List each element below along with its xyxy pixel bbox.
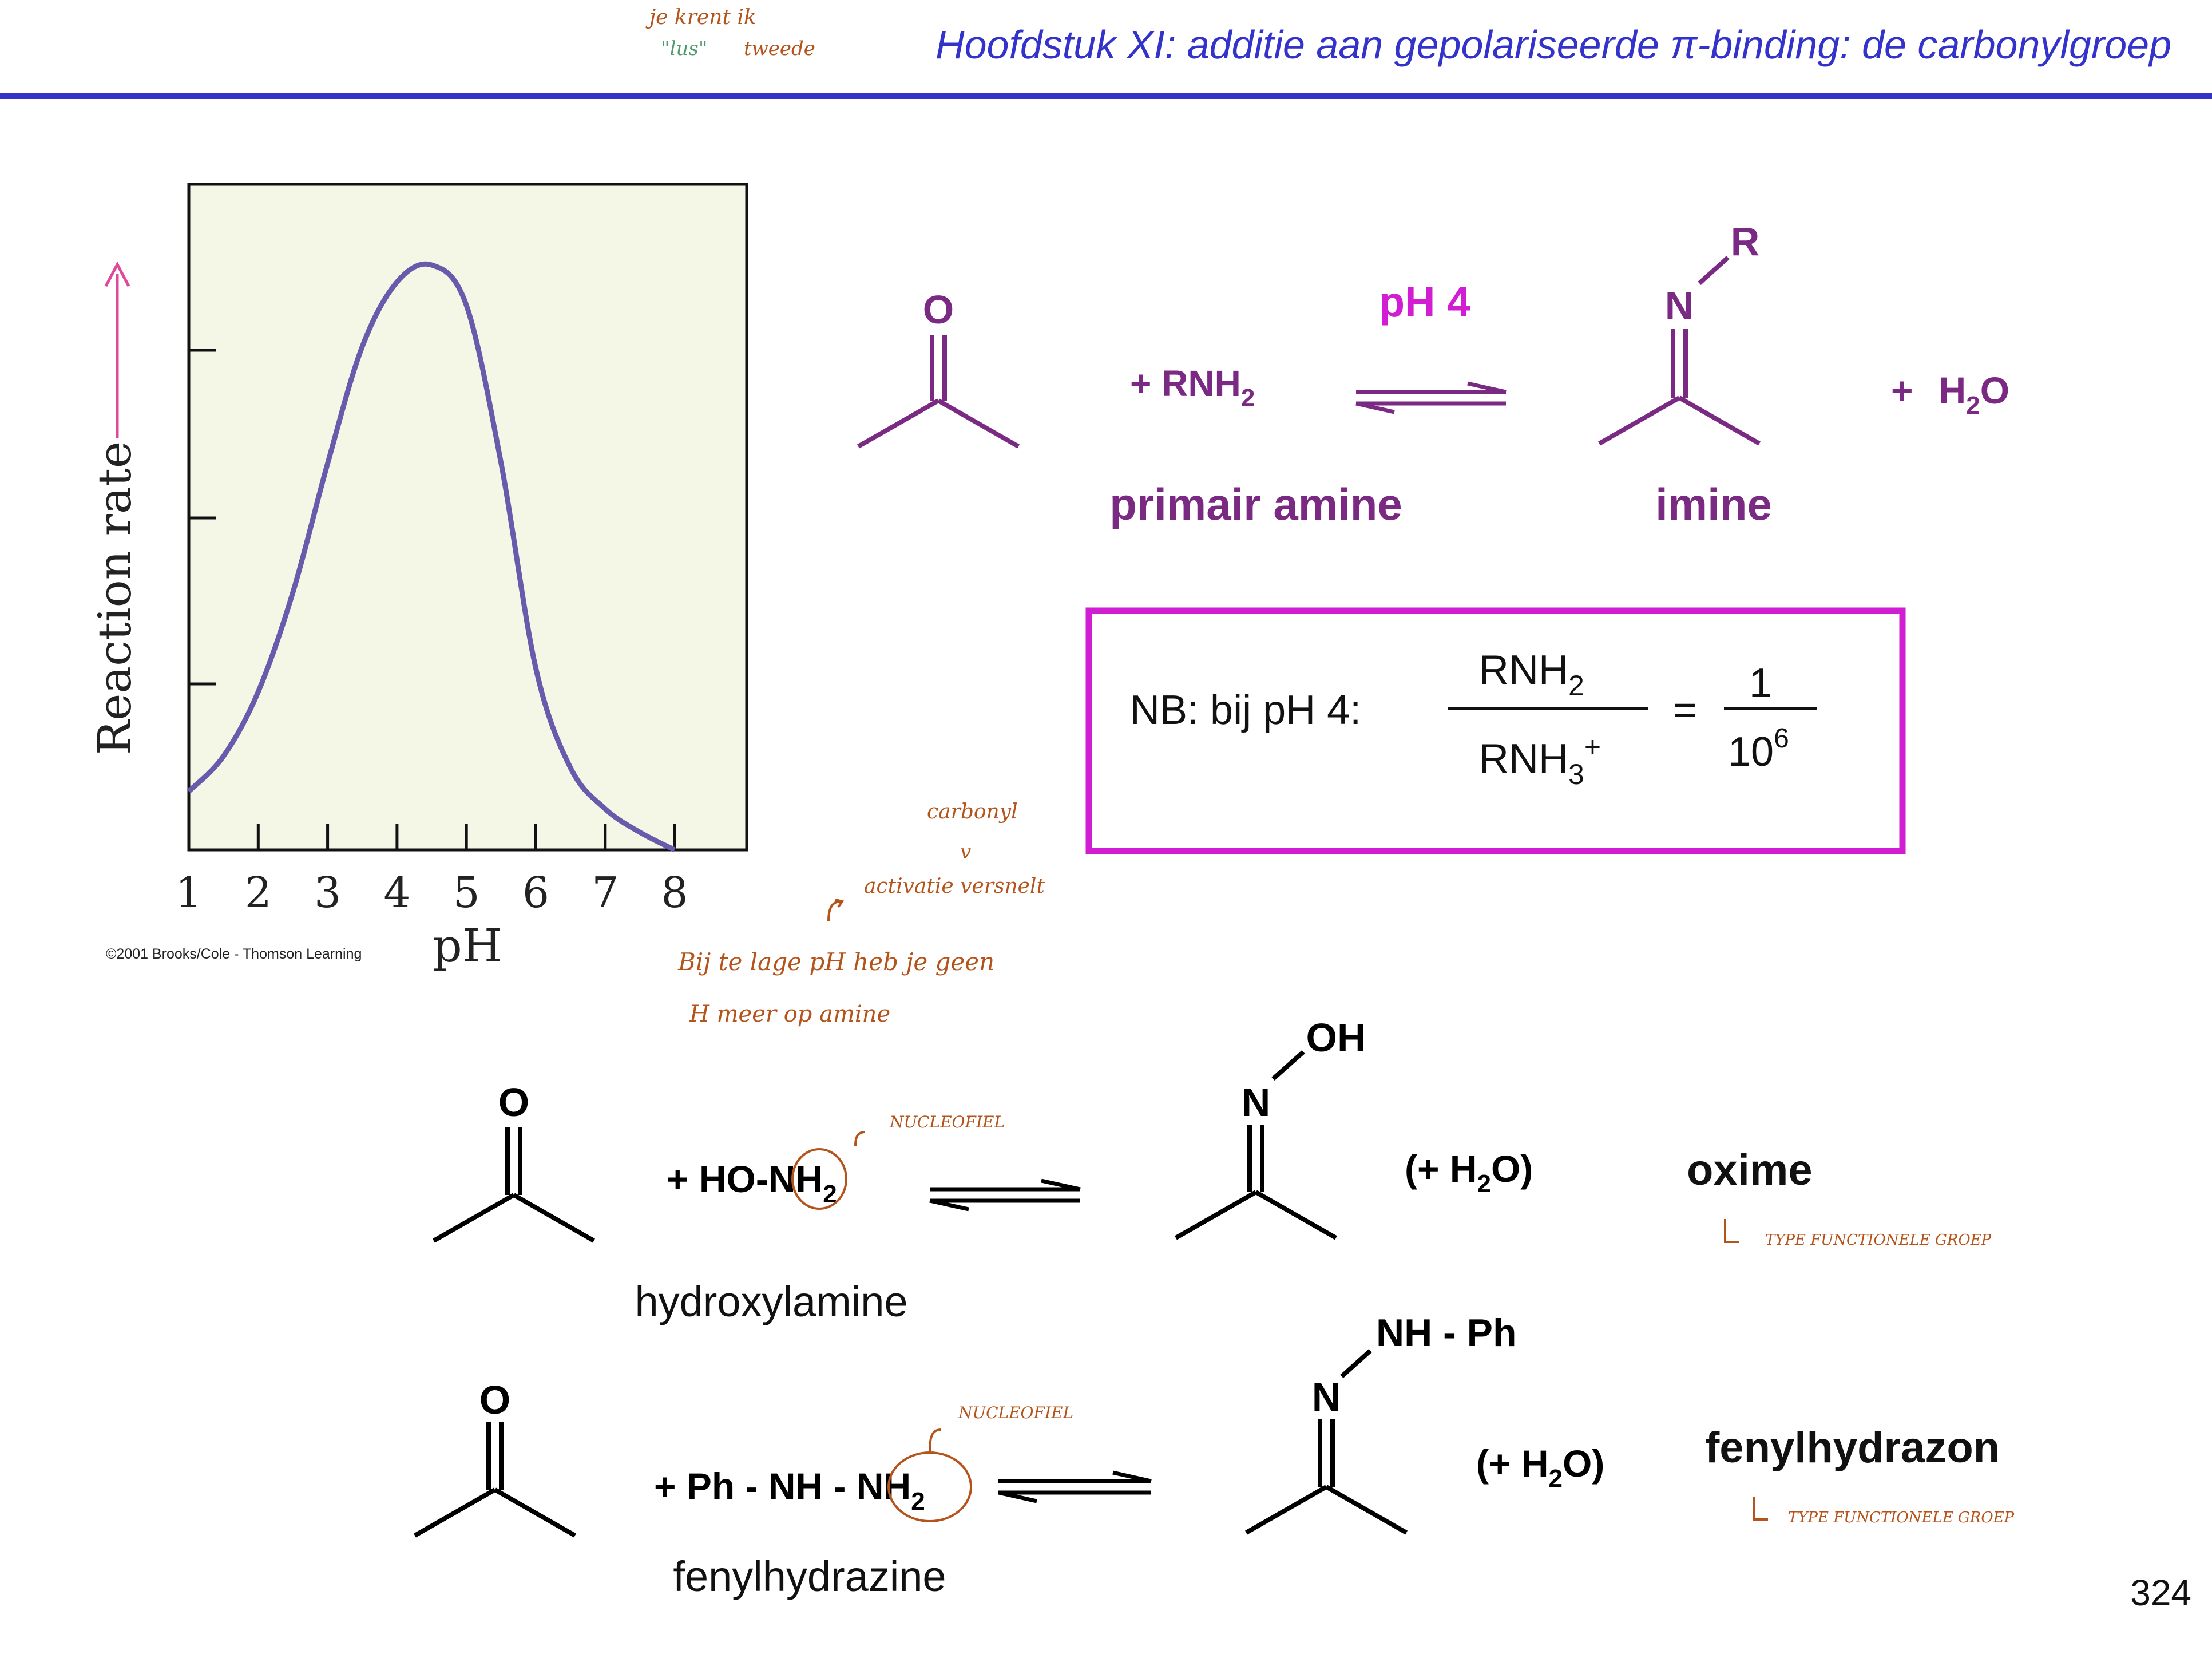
nb-box-frame — [1085, 607, 1906, 854]
bond — [513, 1193, 595, 1243]
label-primair-amine: primair amine — [1109, 479, 1402, 529]
bond — [1325, 1485, 1408, 1535]
handwritten-header-note-2b: tweede — [744, 37, 815, 60]
bond — [494, 1487, 576, 1538]
ratio-numerator: RNH2 — [1479, 647, 1584, 702]
imine-r-group: R — [1731, 219, 1760, 264]
x-tick-label: 8 — [661, 868, 688, 917]
bond — [1340, 1349, 1372, 1378]
note-ph-line1: Bij te lage pH heb je geen — [677, 948, 994, 976]
nb-prefix: NB: bij pH 4: — [1130, 687, 1361, 733]
handwritten-header-note-1: je krent ik — [645, 6, 756, 29]
water-byproduct: (+ H2O) — [1405, 1147, 1533, 1198]
equilibrium-arrow-forward-head — [1467, 381, 1507, 394]
plot-area — [187, 183, 748, 852]
handwritten-header-note-2a: "lus" — [661, 37, 708, 60]
hook-arrow-icon — [854, 1131, 866, 1146]
oxime-nitrogen: N — [1242, 1080, 1271, 1125]
note-carbonyl: carbonyl — [927, 800, 1018, 824]
bond — [1598, 395, 1680, 446]
carbonyl-oxygen: O — [498, 1080, 529, 1125]
reagent-rnh2: + RNH2 — [1130, 363, 1255, 412]
bond — [1698, 256, 1730, 285]
label-imine: imine — [1655, 479, 1772, 529]
water-product: +H2O — [1891, 369, 2009, 420]
product-name-oxime: oxime — [1687, 1146, 1813, 1194]
bond — [1255, 1190, 1337, 1240]
hydrazone-nitrogen: N — [1312, 1375, 1341, 1419]
equilibrium-arrow-back-head — [929, 1198, 969, 1212]
carbonyl-oxygen: O — [923, 287, 954, 332]
handwritten-annotations: carbonyl v activatie versnelt Bij te lag… — [677, 800, 1045, 1027]
y-axis-label: Reaction rate — [88, 441, 141, 755]
nb-box: NB: bij pH 4: RNH2 RNH3+ = 1 106 — [1085, 607, 1906, 854]
series-line — [187, 261, 676, 853]
note-type-functionele-groep: TYPE FUNCTIONELE GROEP — [1788, 1509, 2015, 1526]
hook-arrow-icon — [827, 899, 845, 922]
rhs-denominator: 106 — [1728, 723, 1789, 775]
copyright: ©2001 Brooks/Cole - Thomson Learning — [106, 946, 362, 962]
oxime-hydroxyl: OH — [1306, 1015, 1366, 1060]
water-byproduct: (+ H2O) — [1476, 1442, 1604, 1493]
ratio-denominator: RNH3+ — [1479, 731, 1601, 790]
carbonyl-oxygen: O — [479, 1378, 510, 1422]
hydrazone-reaction: O + Ph - NH - NH2 NUCLEOFIEL fenylhydraz… — [414, 1311, 2015, 1600]
oxime-reaction: O + HO-NH2 NUCLEOFIEL hydroxylamine N OH… — [433, 1015, 1992, 1325]
note-v-mark: v — [960, 841, 971, 864]
hook-arrow-icon — [1753, 1497, 1768, 1521]
x-tick-label: 3 — [314, 868, 341, 917]
x-axis-label: pH — [433, 919, 502, 972]
x-tick-label: 4 — [383, 868, 410, 917]
bond — [414, 1487, 496, 1538]
equilibrium-arrow-forward-head — [1041, 1178, 1081, 1192]
equilibrium-arrow-back-head — [998, 1490, 1037, 1503]
imine-reaction: O + RNH2 pH 4 N R +H2O primair amine imi… — [857, 219, 2009, 529]
page-number: 324 — [2130, 1572, 2191, 1613]
x-tick-label: 2 — [245, 868, 272, 917]
nucleophile-circle — [887, 1451, 972, 1522]
reagent-hydroxylamine: + HO-NH2 — [667, 1158, 837, 1208]
x-tick-label: 7 — [592, 868, 619, 917]
nucleophile-circle — [791, 1148, 847, 1210]
x-tick-label: 5 — [453, 868, 480, 917]
bond — [433, 1193, 515, 1243]
bond — [1245, 1485, 1327, 1535]
bond — [1678, 395, 1761, 446]
reaction-condition: pH 4 — [1379, 278, 1470, 326]
note-activatie: activatie versnelt — [864, 874, 1045, 898]
bond — [1175, 1190, 1257, 1240]
reagent-name-fenylhydrazine: fenylhydrazine — [673, 1553, 946, 1600]
note-nucleofiel: NUCLEOFIEL — [889, 1113, 1005, 1131]
slide-title: Hoofdstuk XI: additie aan gepolariseerde… — [935, 22, 2171, 67]
y-axis-arrow-head — [104, 261, 130, 287]
bond — [857, 398, 939, 449]
equals-sign: = — [1673, 687, 1697, 733]
hydrazone-substituent: NH - Ph — [1376, 1311, 1517, 1355]
hook-arrow-icon — [929, 1428, 942, 1451]
reagent-name-hydroxylamine: hydroxylamine — [635, 1278, 907, 1325]
header-rule — [0, 93, 2212, 99]
rhs-numerator: 1 — [1749, 660, 1772, 706]
note-nucleofiel: NUCLEOFIEL — [958, 1403, 1073, 1422]
product-name-fenylhydrazon: fenylhydrazon — [1705, 1423, 2000, 1472]
note-ph-line2: H meer op amine — [689, 1001, 890, 1027]
imine-nitrogen: N — [1665, 283, 1694, 328]
equilibrium-arrow-back-head — [1355, 401, 1395, 414]
hook-arrow-icon — [1724, 1219, 1739, 1243]
x-tick-label: 6 — [522, 868, 549, 917]
equilibrium-arrow-forward-head — [1112, 1470, 1152, 1483]
note-type-functionele-groep: TYPE FUNCTIONELE GROEP — [1765, 1232, 1992, 1249]
bond — [937, 398, 1020, 449]
reagent-phenylhydrazine: + Ph - NH - NH2 — [654, 1465, 925, 1515]
x-tick-label: 1 — [175, 868, 202, 917]
bond — [1271, 1050, 1305, 1081]
